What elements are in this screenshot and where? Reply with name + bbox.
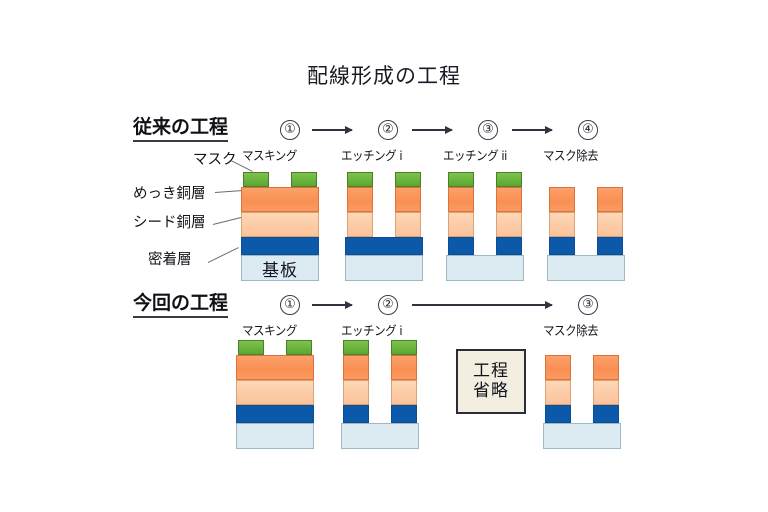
plated-copper-left (549, 187, 575, 212)
page-title: 配線形成の工程 (307, 64, 461, 88)
adhesion-left (448, 237, 474, 255)
adhesion-layer (241, 237, 319, 255)
adhesion-label: 密着層 (148, 252, 192, 268)
substrate-layer (543, 423, 621, 449)
seed-copper-layer (241, 212, 319, 237)
plated-copper-left (343, 355, 369, 380)
row2-step-1-number: ① (280, 295, 300, 315)
plated-copper-right (593, 355, 619, 380)
mask-pad-right (286, 340, 312, 355)
substrate-layer (547, 255, 625, 281)
plated-leader-line (214, 190, 243, 194)
row2-step-3-caption: マスク除去 (543, 323, 599, 338)
row1-step-3-caption: エッチング ii (443, 148, 507, 163)
substrate-layer (446, 255, 524, 281)
adhesion-left (549, 237, 575, 255)
seed-copper-left (343, 380, 369, 405)
plated-copper-left (545, 355, 571, 380)
mask-pad-right (496, 172, 522, 187)
row2-arrow-1 (312, 300, 353, 309)
mask-pad-left (448, 172, 474, 187)
adhesion-layer (345, 237, 423, 255)
seed-copper-layer (236, 380, 314, 405)
seed-copper-label: シード銅層 (133, 215, 206, 231)
row1-stack-1: 基板 (241, 172, 319, 281)
seed-copper-left (545, 380, 571, 405)
seed-copper-right (395, 212, 421, 237)
adhesion-leader-line (207, 247, 239, 264)
row2-step-2-number: ② (378, 295, 398, 315)
adhesion-left (343, 405, 369, 423)
seed-leader-line (212, 216, 243, 226)
substrate-layer: 基板 (241, 255, 319, 281)
row1-step-1-caption: マスキング (242, 148, 297, 163)
plated-copper-left (448, 187, 474, 212)
substrate-layer (341, 423, 419, 449)
row2-stack-1 (236, 340, 314, 449)
row1-arrow-3 (512, 125, 553, 134)
row2-step-1-caption: マスキング (242, 323, 297, 338)
substrate-label: 基板 (262, 260, 298, 281)
row1-arrow-1 (312, 125, 353, 134)
seed-copper-right (496, 212, 522, 237)
plated-copper-right (496, 187, 522, 212)
row1-step-2-number: ② (378, 120, 398, 140)
row1-step-4-caption: マスク除去 (543, 148, 599, 163)
seed-copper-right (597, 212, 623, 237)
plated-copper-right (395, 187, 421, 212)
section-heading-conventional: 従来の工程 (133, 112, 229, 142)
plated-copper-label: めっき銅層 (133, 186, 206, 202)
seed-copper-right (391, 380, 417, 405)
seed-copper-right (593, 380, 619, 405)
seed-copper-left (549, 212, 575, 237)
process-omitted-box: 工程 省略 (456, 349, 526, 414)
mask-pad-left (243, 172, 269, 187)
row2-step-2-caption: エッチング i (341, 323, 403, 338)
row1-step-3-number: ③ (478, 120, 498, 140)
plated-copper-layer (236, 355, 314, 380)
adhesion-right (597, 237, 623, 255)
adhesion-left (545, 405, 571, 423)
omit-box-line-1: 工程 (473, 361, 509, 382)
row2-step-3-number: ③ (578, 295, 598, 315)
row1-stack-3 (446, 172, 524, 281)
adhesion-right (496, 237, 522, 255)
plated-copper-right (391, 355, 417, 380)
mask-pad-right (395, 172, 421, 187)
row1-step-2-caption: エッチング i (341, 148, 403, 163)
row1-step-4-number: ④ (578, 120, 598, 140)
row2-stack-2 (341, 340, 419, 449)
seed-copper-left (448, 212, 474, 237)
substrate-layer (345, 255, 423, 281)
adhesion-right (391, 405, 417, 423)
plated-copper-right (597, 187, 623, 212)
row1-arrow-2 (412, 125, 453, 134)
substrate-layer (236, 423, 314, 449)
mask-label: マスク (193, 152, 237, 168)
mask-pad-left (347, 172, 373, 187)
mask-pad-left (343, 340, 369, 355)
mask-pad-left (238, 340, 264, 355)
section-heading-new: 今回の工程 (133, 288, 229, 318)
row2-stack-3 (543, 340, 621, 449)
plated-copper-layer (241, 187, 319, 212)
omit-box-line-2: 省略 (473, 380, 509, 401)
row2-arrow-2-long (412, 300, 553, 309)
mask-pad-right (391, 340, 417, 355)
mask-pad-right (291, 172, 317, 187)
row1-stack-4 (547, 172, 625, 281)
row1-stack-2 (345, 172, 423, 281)
adhesion-layer (236, 405, 314, 423)
row1-step-1-number: ① (280, 120, 300, 140)
plated-copper-left (347, 187, 373, 212)
adhesion-right (593, 405, 619, 423)
seed-copper-left (347, 212, 373, 237)
